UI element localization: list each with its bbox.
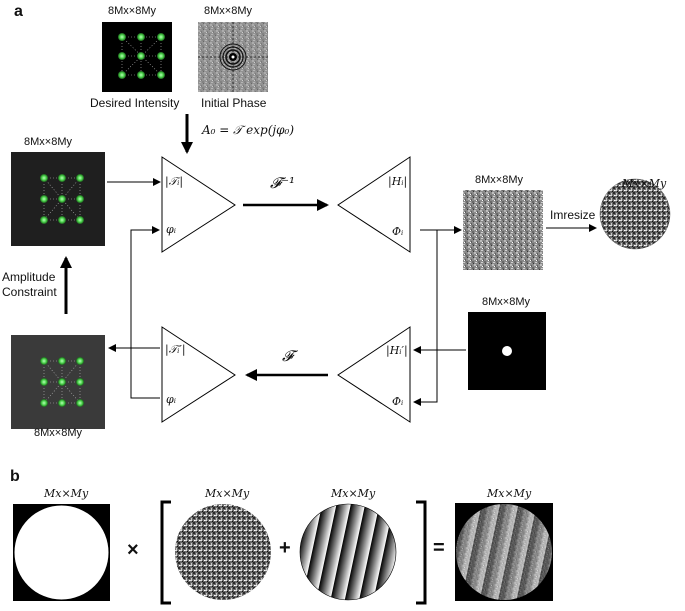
triangle-bottom-right-lower-label: Φᵢ — [392, 395, 404, 408]
initial-phase-dim: 8Mx×8My — [204, 5, 252, 17]
reconstructed-amplitude-dim: 8Mx×8My — [34, 427, 82, 439]
phase-feedback-line — [413, 230, 438, 406]
panel-b-circular-aperture — [13, 504, 110, 601]
triangle-top-right-lower-label: Φᵢ — [392, 225, 404, 238]
hologram-image — [463, 190, 543, 270]
aperture-mask-image — [468, 312, 546, 390]
resized-hologram-image — [599, 178, 671, 250]
triangle-bottom-left-upper-label: |𝒯ᵢ′| — [165, 343, 186, 356]
amplitude-phase-split-triangle — [337, 156, 411, 253]
panel-b-random-phase — [175, 504, 271, 600]
triangle-bottom-left-lower-label: φᵢ — [166, 393, 176, 406]
desired-intensity-caption: Desired Intensity — [90, 96, 180, 110]
triangle-bottom-right-upper-label: |Hᵢ′| — [386, 344, 408, 357]
panel-b-result — [455, 503, 553, 601]
inverse-transform-label: 𝓕⁻¹ — [270, 174, 296, 192]
initialization-equation: A₀ = 𝒯 exp(jφ₀) — [202, 123, 295, 137]
desired-intensity-image — [102, 22, 172, 92]
triangle-top-right-upper-label: |Hᵢ| — [388, 175, 408, 188]
desired-intensity-dim: 8Mx×8My — [108, 5, 156, 17]
panel-b-dim-2: Mx×My — [205, 487, 250, 500]
amplitude-phase-merge-triangle — [161, 156, 236, 253]
initial-phase-image — [198, 22, 268, 92]
panel-b-blazed-grating — [299, 503, 397, 601]
panel-b-dim-4: Mx×My — [487, 487, 532, 500]
phase-loop-line — [130, 226, 160, 399]
panel-b-dim-3: Mx×My — [331, 487, 376, 500]
mask-dim: 8Mx×8My — [482, 296, 530, 308]
right-bracket — [416, 500, 427, 605]
left-bracket — [160, 500, 171, 605]
equals-operator: = — [433, 537, 445, 559]
imresize-label: Imresize — [550, 208, 596, 222]
forward-transform-label: 𝓕 — [282, 347, 294, 365]
amplitude-constraint-label-line2: Constraint — [2, 285, 57, 299]
reconstructed-amplitude-image — [11, 335, 105, 429]
constraint-split-triangle — [161, 326, 236, 423]
triangle-top-left-lower-label: φᵢ — [166, 223, 176, 236]
initial-phase-caption: Initial Phase — [201, 96, 267, 110]
target-amplitude-image — [11, 152, 105, 246]
multiply-operator: × — [127, 539, 139, 561]
triangle-top-left-upper-label: |𝒯ᵢ| — [165, 175, 184, 188]
amplitude-constraint-label-line1: Amplitude — [2, 270, 56, 284]
target-amplitude-dim: 8Mx×8My — [24, 136, 72, 148]
resized-dim: Mx×My — [622, 177, 667, 190]
panel-b-dim-1: Mx×My — [44, 487, 89, 500]
constraint-merge-triangle — [337, 326, 411, 423]
hologram-dim: 8Mx×8My — [475, 174, 523, 186]
panel-letter-b: b — [10, 468, 20, 485]
plus-operator: + — [279, 537, 291, 559]
panel-letter-a: a — [14, 3, 23, 20]
